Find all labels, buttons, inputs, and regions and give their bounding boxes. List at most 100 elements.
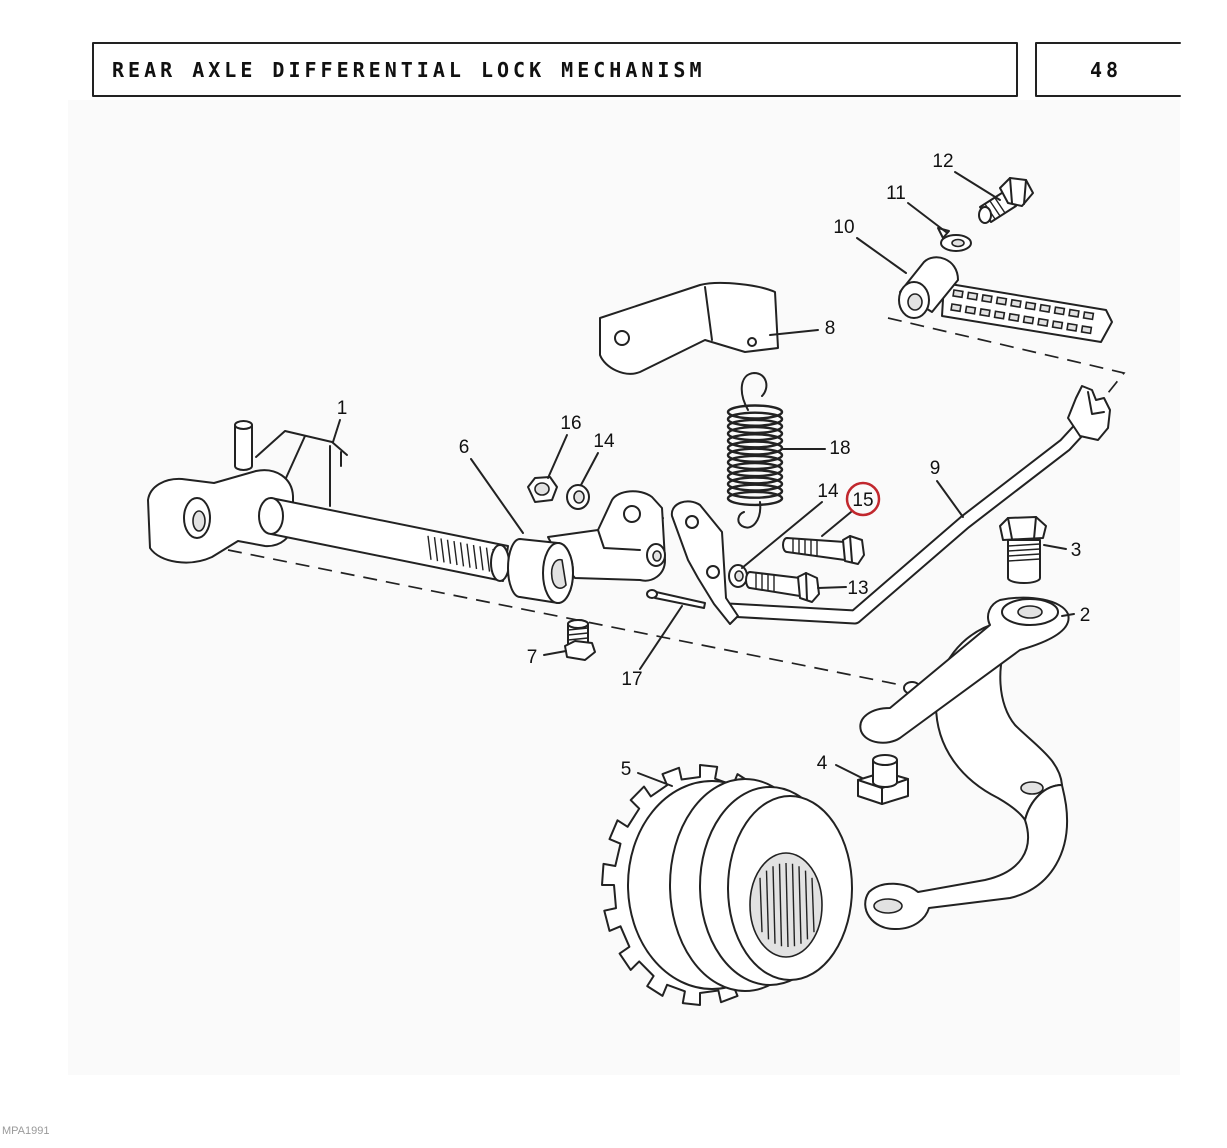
spline-groove bbox=[472, 544, 478, 570]
washer-hole bbox=[734, 570, 744, 582]
spline-groove bbox=[466, 543, 471, 568]
part-16-nut bbox=[527, 476, 558, 503]
callout-11[interactable]: 11 bbox=[886, 183, 906, 204]
callout-1[interactable]: 1 bbox=[337, 398, 348, 419]
fork-boss-bore bbox=[1017, 605, 1043, 619]
part-12-pedal-bolt bbox=[978, 177, 1034, 224]
fork-upper-arm bbox=[859, 596, 1070, 744]
part-6-selector-collar bbox=[507, 490, 666, 604]
bolt-head-edges bbox=[1009, 177, 1027, 205]
bore-spline bbox=[759, 877, 763, 933]
pad-pin bbox=[872, 759, 898, 788]
spring-coil bbox=[726, 490, 784, 507]
bolt-head-edge bbox=[849, 535, 853, 563]
tread-stud bbox=[1008, 312, 1020, 323]
leader-16 bbox=[547, 434, 568, 479]
callout-17[interactable]: 17 bbox=[621, 669, 642, 690]
callout-5[interactable]: 5 bbox=[621, 759, 632, 780]
spline-groove bbox=[427, 535, 432, 560]
leader-3 bbox=[1043, 544, 1067, 550]
leader-1 bbox=[332, 419, 341, 443]
tread-stud bbox=[993, 310, 1006, 320]
callout-6[interactable]: 6 bbox=[459, 437, 470, 458]
spring-coil bbox=[726, 440, 784, 456]
callout-2[interactable]: 2 bbox=[1080, 605, 1091, 626]
part-1-shaft-assembly bbox=[147, 420, 510, 582]
lever-rod bbox=[727, 416, 1093, 623]
spline-groove bbox=[479, 546, 484, 571]
bore-spline bbox=[778, 863, 783, 947]
callout-16[interactable]: 16 bbox=[560, 413, 581, 434]
leader-14-upper bbox=[580, 452, 599, 486]
callout-4[interactable]: 4 bbox=[817, 753, 828, 774]
bore-spline bbox=[791, 863, 796, 947]
bolt-tip bbox=[978, 206, 992, 224]
bolt-threads bbox=[567, 627, 589, 641]
tread-stud bbox=[1051, 320, 1064, 330]
leader-15 bbox=[821, 511, 852, 537]
lever-fork-slot bbox=[1087, 391, 1105, 415]
spline-groove bbox=[433, 537, 439, 562]
callout-13[interactable]: 13 bbox=[847, 578, 868, 599]
tread-stud bbox=[995, 296, 1008, 306]
spring-coil bbox=[726, 447, 784, 463]
part-13-bolt bbox=[745, 571, 820, 603]
page-number: 48 bbox=[1090, 58, 1122, 82]
spring-coil bbox=[726, 433, 784, 449]
spline-groove bbox=[453, 540, 458, 566]
collar-slot bbox=[550, 558, 567, 589]
part-10-pedal bbox=[898, 256, 1113, 343]
callout-7[interactable]: 7 bbox=[527, 647, 538, 668]
callout-8[interactable]: 8 bbox=[825, 318, 836, 339]
leader-6 bbox=[470, 458, 524, 534]
callout-14-upper[interactable]: 14 bbox=[593, 431, 615, 452]
fork-side-hole bbox=[1020, 781, 1044, 795]
page-title: REAR AXLE DIFFERENTIAL LOCK MECHANISM bbox=[112, 58, 706, 82]
tread-stud bbox=[1068, 308, 1080, 318]
lever-fork-end bbox=[1067, 385, 1111, 441]
spring-coils bbox=[726, 404, 784, 507]
part-4-fork-pad bbox=[857, 754, 909, 805]
leader-10 bbox=[856, 237, 907, 274]
washer-hole bbox=[573, 490, 585, 504]
leader-12 bbox=[954, 171, 1001, 201]
clutch-bore-splines bbox=[759, 862, 815, 948]
callout-14-lower[interactable]: 14 bbox=[817, 481, 839, 502]
spring-coil bbox=[726, 461, 784, 478]
drawing-code: MPA1991 bbox=[2, 1125, 50, 1137]
assembly-bracket bbox=[255, 430, 348, 458]
callout-12[interactable]: 12 bbox=[932, 151, 953, 172]
callout-9[interactable]: 9 bbox=[930, 458, 941, 479]
tread-stud bbox=[981, 293, 993, 304]
part-14-washer-lower bbox=[728, 564, 748, 588]
bore-spline bbox=[772, 866, 776, 944]
spring-top-hook bbox=[740, 372, 768, 411]
bracket-fold bbox=[704, 286, 713, 341]
part-15-bolt bbox=[782, 535, 865, 565]
tread-stud bbox=[1066, 322, 1078, 332]
callout-labels: 12 11 10 8 1 16 14 6 18 9 14 15 3 13 2 7… bbox=[337, 151, 1091, 780]
title-block: REAR AXLE DIFFERENTIAL LOCK MECHANISM bbox=[92, 42, 1018, 97]
bolt-threads bbox=[755, 573, 775, 592]
part-5-dog-clutch bbox=[601, 764, 853, 1006]
tread-stud bbox=[1037, 317, 1049, 327]
spline-groove bbox=[459, 542, 465, 567]
part-7-bolt bbox=[564, 619, 596, 661]
callout-3[interactable]: 3 bbox=[1071, 540, 1082, 561]
plug-body bbox=[1007, 539, 1041, 584]
callout-10[interactable]: 10 bbox=[833, 217, 854, 238]
selected-callout-ring bbox=[845, 481, 881, 517]
bore-spline bbox=[798, 866, 802, 944]
pedal-tread bbox=[950, 289, 1095, 335]
block-bore-inner bbox=[192, 510, 206, 532]
spring-coil bbox=[726, 483, 784, 499]
callout-18[interactable]: 18 bbox=[829, 438, 850, 459]
part-9-lock-lever bbox=[670, 385, 1111, 625]
callout-15[interactable]: 15 bbox=[852, 490, 873, 511]
bolt-shank bbox=[745, 571, 801, 597]
bolt-tip bbox=[567, 619, 589, 629]
dashed-line-shaft-to-fork bbox=[227, 549, 907, 687]
leader-8 bbox=[769, 329, 819, 336]
tread-stud bbox=[964, 305, 977, 315]
